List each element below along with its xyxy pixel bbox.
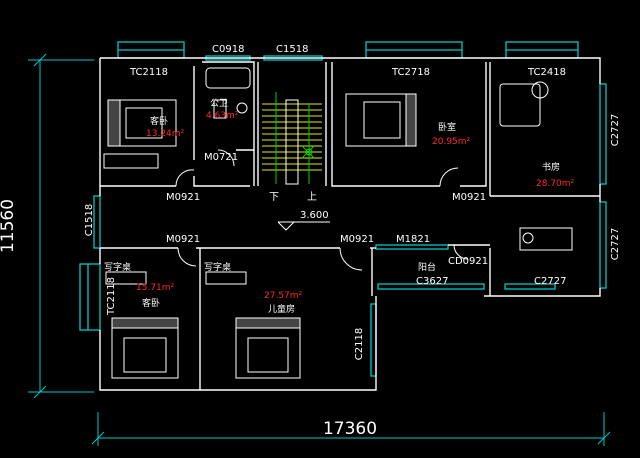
window-label-top-left: TC2118 — [129, 67, 168, 78]
room-desk-guest2: 写字桌 — [104, 261, 131, 273]
window-label-left-lower: TC2118 — [106, 277, 117, 316]
window-label-right-upper: C2727 — [610, 114, 621, 146]
room-name-guest1: 客卧 — [150, 115, 168, 127]
window-label-balcony-bottom: C3627 — [416, 276, 448, 287]
window-label-top-bath: C0918 — [212, 44, 244, 55]
room-area-bath: 4.63m² — [206, 111, 239, 121]
furniture — [103, 67, 573, 379]
room-name-master: 卧室 — [438, 121, 456, 133]
height-dimension — [28, 53, 94, 399]
window-label-study-bottom: C2727 — [534, 276, 566, 287]
window-label-left-mid: C1518 — [84, 204, 95, 236]
room-name-guest2: 客卧 — [142, 297, 160, 309]
room-name-study: 书房 — [542, 161, 560, 173]
room-area-guest2: 15.71m² — [136, 283, 175, 293]
door-label-guest1: M0921 — [166, 192, 200, 203]
width-dimension — [91, 412, 611, 446]
door-label-balcony-slider: M1821 — [396, 234, 430, 245]
window-label-right-lower: C2727 — [610, 228, 621, 260]
door-swings — [175, 149, 469, 271]
window-label-kids-right: C2118 — [354, 328, 365, 360]
height-dimension-label: 11560 — [0, 199, 18, 253]
room-desk-kids: 写字桌 — [204, 261, 231, 273]
width-dimension-label: 17360 — [323, 419, 377, 439]
room-name-kids: 儿童房 — [268, 303, 295, 315]
door-label-balcony-door: CD0921 — [448, 256, 488, 267]
walls — [99, 57, 601, 391]
room-name-balcony: 阳台 — [418, 261, 436, 273]
elevation-marker — [277, 221, 330, 231]
door-label-guest2: M0921 — [166, 234, 200, 245]
room-area-guest1: 13.24m² — [146, 129, 185, 139]
stair-down-label: 下 — [269, 192, 279, 203]
door-label-master: M0921 — [452, 192, 486, 203]
door-label-kids: M0921 — [340, 234, 374, 245]
room-area-master: 20.95m² — [432, 137, 471, 147]
window-label-top-master: TC2718 — [391, 67, 430, 78]
room-name-bath: 公卫 — [210, 98, 228, 109]
room-area-study: 28.70m² — [536, 179, 575, 189]
stair — [262, 92, 322, 185]
elevation-label: 3.600 — [300, 210, 329, 221]
stair-up-label: 上 — [307, 191, 317, 203]
door-label-bath: M0721 — [204, 152, 238, 163]
room-area-kids: 27.57m² — [264, 291, 303, 301]
window-label-top-stair: C1518 — [276, 44, 308, 55]
window-label-top-study: TC2418 — [527, 67, 566, 78]
